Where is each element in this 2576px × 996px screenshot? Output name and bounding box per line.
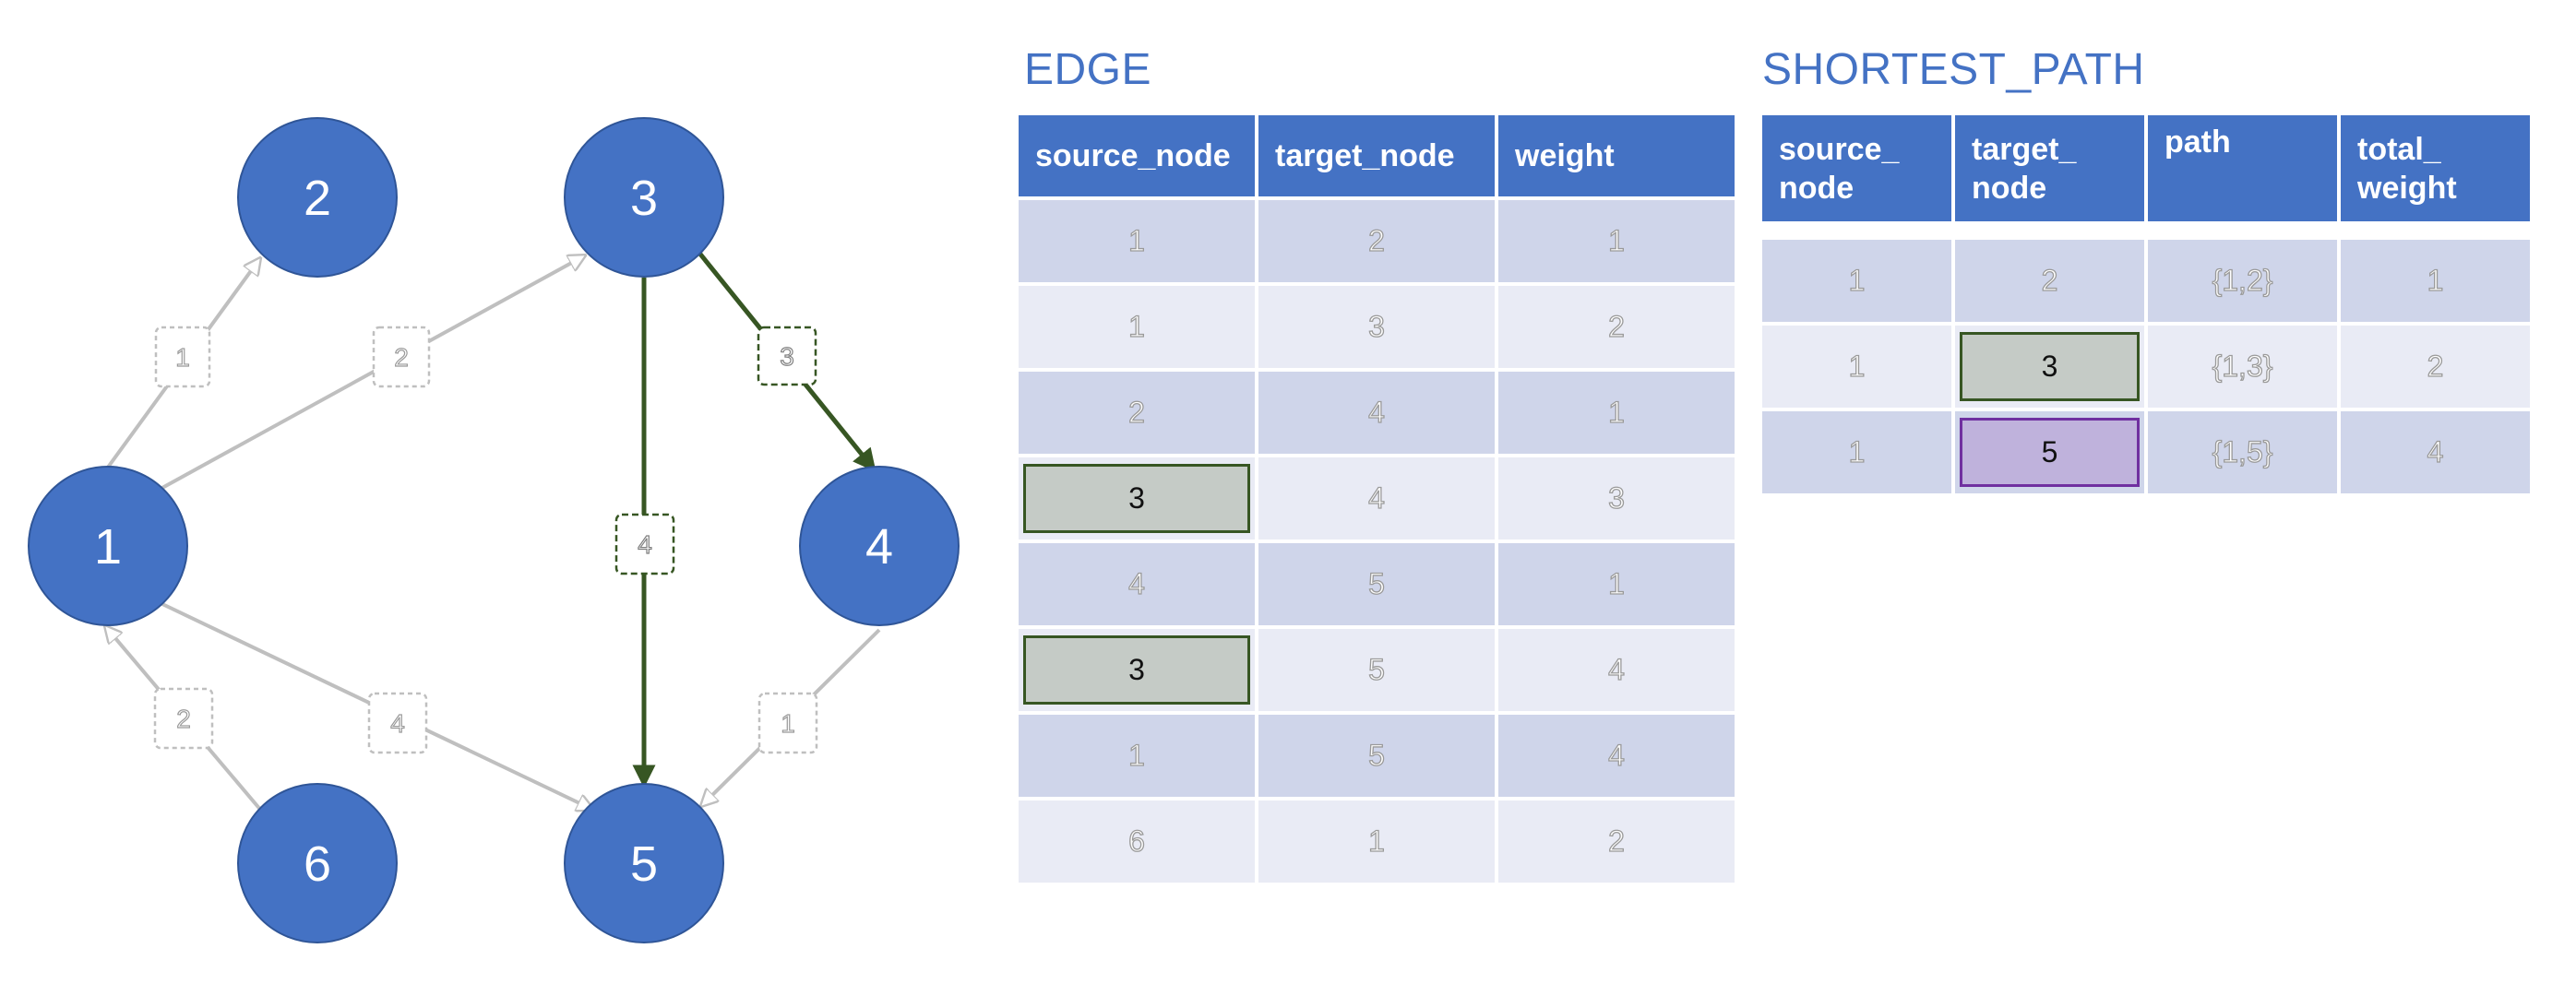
highlighted-cell: 3 <box>1019 457 1255 540</box>
edge-weight-label: 4 <box>614 513 675 575</box>
highlighted-cell: 3 <box>1955 326 2144 408</box>
table-row: 1 3 2 <box>1019 286 1735 368</box>
table-cell: 2 <box>1258 200 1495 282</box>
graph-node-5: 5 <box>564 783 724 943</box>
table-cell: 1 <box>1019 200 1255 282</box>
table-cell: 5 <box>1258 543 1495 625</box>
table-cell: 1 <box>1498 200 1735 282</box>
table-cell: 1 <box>1498 543 1735 625</box>
edge-weight-label: 4 <box>367 692 428 754</box>
table-cell: 4 <box>1498 715 1735 797</box>
edge-weight-label: 2 <box>153 687 214 750</box>
cell-text: 5 <box>2041 435 2058 468</box>
svg-text:1: 1 <box>781 709 795 738</box>
svg-text:5: 5 <box>630 836 658 892</box>
cell-text: 3 <box>2041 350 2058 383</box>
edge-1-3 <box>160 255 585 491</box>
graph-node-6: 6 <box>237 783 398 943</box>
table-row: 6 1 2 <box>1019 800 1735 883</box>
table-cell: 2 <box>1498 286 1735 368</box>
table-cell: 1 <box>1019 286 1255 368</box>
table-cell: 5 <box>1258 629 1495 711</box>
table-row: 4 5 1 <box>1019 543 1735 625</box>
graph-node-4: 4 <box>799 466 960 626</box>
table-cell: 2 <box>2341 326 2530 408</box>
table-cell: 2 <box>1955 240 2144 322</box>
table-cell: 1 <box>1762 326 1951 408</box>
table-cell: 3 <box>1258 286 1495 368</box>
table-header-row: source_ node target_ node path total_ we… <box>1762 115 2530 221</box>
table-cell: 1 <box>1258 800 1495 883</box>
table-cell: 4 <box>1258 457 1495 540</box>
table-cell: 4 <box>1019 543 1255 625</box>
column-header-source-node: source_node <box>1019 115 1255 196</box>
column-header-target-node: target_node <box>1258 115 1495 196</box>
table-cell: 1 <box>2341 240 2530 322</box>
svg-text:2: 2 <box>304 171 331 226</box>
shortest-path-table-title: SHORTEST_PATH <box>1762 45 2145 94</box>
column-header-total-weight: total_ weight <box>2341 115 2530 221</box>
edge-weight-label: 1 <box>154 326 211 388</box>
table-row: 1 2 {1,2} 1 <box>1762 240 2530 322</box>
column-header-weight: weight <box>1498 115 1735 196</box>
table-header-row: source_node target_node weight <box>1019 115 1735 196</box>
table-row: 1 5 4 <box>1019 715 1735 797</box>
table-cell: 1 <box>1762 411 1951 493</box>
svg-text:1: 1 <box>175 343 190 372</box>
svg-text:2: 2 <box>394 343 409 372</box>
table-cell: {1,2} <box>2148 240 2337 322</box>
table-cell: {1,5} <box>2148 411 2337 493</box>
table-cell: 2 <box>1019 372 1255 454</box>
svg-text:3: 3 <box>630 171 658 226</box>
table-cell: 6 <box>1019 800 1255 883</box>
table-row: 2 4 1 <box>1019 372 1735 454</box>
table-cell: 1 <box>1762 240 1951 322</box>
svg-text:1: 1 <box>94 519 122 575</box>
table-row: 1 5 {1,5} 4 <box>1762 411 2530 493</box>
highlighted-cell: 5 <box>1955 411 2144 493</box>
table-cell: 2 <box>1498 800 1735 883</box>
table-row: 1 3 {1,3} 2 <box>1762 326 2530 408</box>
svg-text:4: 4 <box>865 519 893 575</box>
graph-node-2: 2 <box>237 117 398 278</box>
column-header-source-node: source_ node <box>1762 115 1951 221</box>
table-cell: 4 <box>2341 411 2530 493</box>
table-cell: 3 <box>1498 457 1735 540</box>
graph-diagram: 1 2 3 4 4 2 1 1 <box>28 117 960 943</box>
graph-node-1: 1 <box>28 466 188 626</box>
table-cell: 4 <box>1258 372 1495 454</box>
edge-weight-label: 3 <box>757 326 817 386</box>
edge-weight-label: 2 <box>372 326 431 388</box>
svg-text:2: 2 <box>176 705 191 733</box>
svg-text:4: 4 <box>390 709 405 738</box>
table-row: 1 2 1 <box>1019 200 1735 282</box>
table-cell: {1,3} <box>2148 326 2337 408</box>
cell-text: 3 <box>1128 481 1145 515</box>
edge-weight-label: 1 <box>757 692 818 754</box>
svg-text:4: 4 <box>638 530 652 559</box>
svg-text:6: 6 <box>304 836 331 892</box>
svg-text:3: 3 <box>780 342 794 371</box>
table-row: 3 4 3 <box>1019 457 1735 540</box>
graph-node-3: 3 <box>564 117 724 278</box>
table-row: 3 5 4 <box>1019 629 1735 711</box>
table-cell: 1 <box>1498 372 1735 454</box>
table-spacer <box>1762 225 2530 236</box>
cell-text: 3 <box>1128 653 1145 686</box>
edge-table: source_node target_node weight 1 2 1 1 3… <box>1015 112 1738 886</box>
shortest-path-table: source_ node target_ node path total_ we… <box>1759 112 2534 497</box>
highlighted-cell: 3 <box>1019 629 1255 711</box>
edge-table-title: EDGE <box>1024 45 1152 94</box>
table-cell: 4 <box>1498 629 1735 711</box>
table-cell: 1 <box>1019 715 1255 797</box>
table-cell: 5 <box>1258 715 1495 797</box>
column-header-target-node: target_ node <box>1955 115 2144 221</box>
column-header-path: path <box>2148 115 2337 221</box>
